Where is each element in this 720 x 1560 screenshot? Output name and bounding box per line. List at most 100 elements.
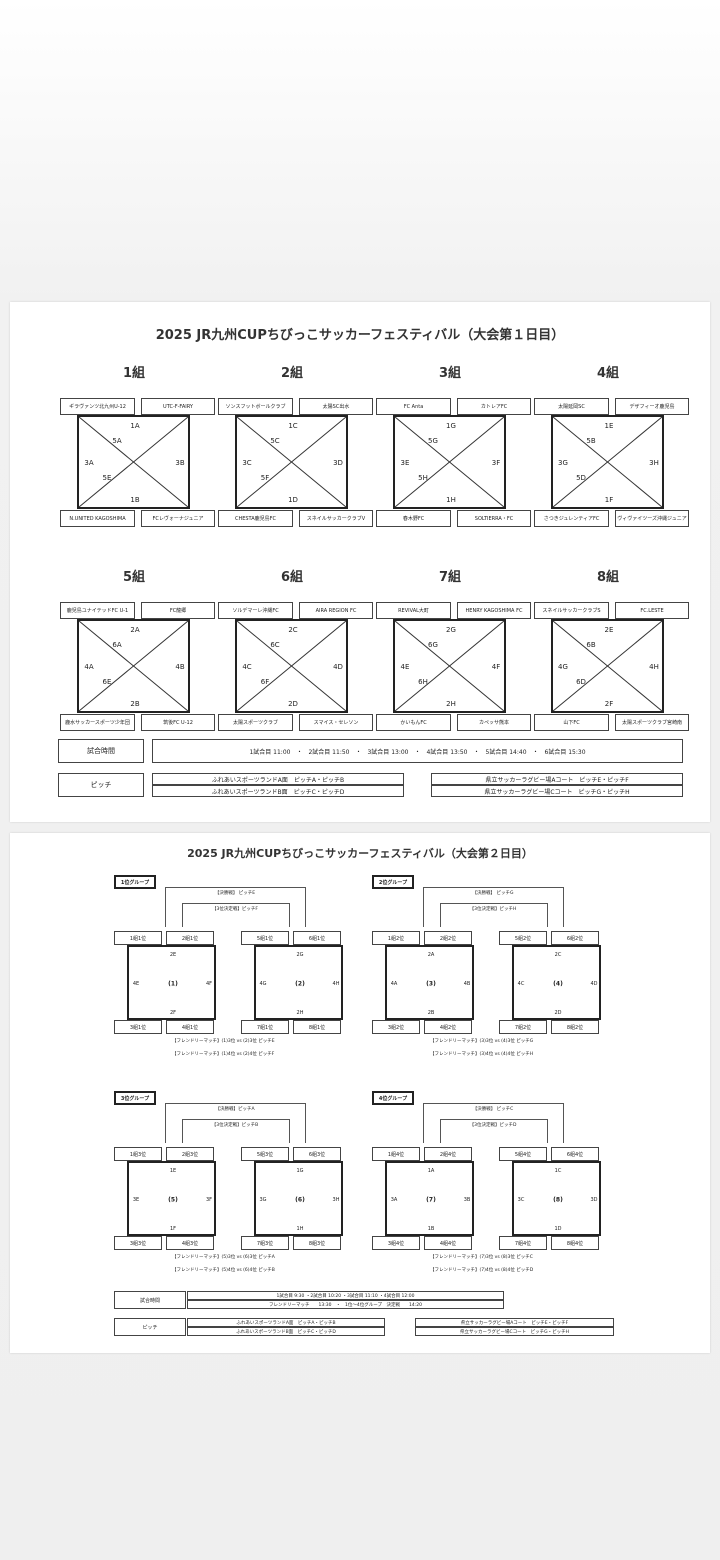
court-cross-lines	[395, 621, 504, 711]
match-label-bottom: 1F	[169, 1226, 177, 1232]
match-label-left: 4C	[242, 663, 252, 671]
third-bracket	[440, 1119, 548, 1143]
team-tr: FC龍郷	[141, 602, 215, 619]
match-label-left: 4E	[400, 663, 410, 671]
slot-top-left: 5組3位	[241, 1147, 289, 1161]
team-tr: デザフィーオ鹿児島	[615, 398, 689, 415]
match-label-diag1: 6A	[112, 641, 122, 649]
match-label-right: 3B	[175, 459, 185, 467]
slot-bottom-right: 8組2位	[551, 1020, 599, 1034]
team-br: ヴィヴァイツーズ沖縄ジュニア	[615, 510, 689, 527]
match-label-right: 3D	[590, 1197, 598, 1203]
match-label-bottom: 1B	[130, 496, 140, 504]
match-label-right: 4D	[333, 663, 343, 671]
slot-bottom-right: 4組4位	[424, 1236, 472, 1250]
third-bracket	[440, 903, 548, 927]
match-label-bottom: 1H	[296, 1226, 304, 1232]
match-label-bottom: 1F	[604, 496, 614, 504]
day1-pitch-e: 県立サッカーラグビー場Aコート ピッチE・ピッチF	[431, 773, 683, 785]
match-number: (3)	[426, 980, 436, 988]
match-label-bottom: 2H	[296, 1010, 304, 1016]
slot-top-left: 5組4位	[499, 1147, 547, 1161]
final-label: 【決勝戦】 ピッチC	[472, 1107, 514, 1112]
team-bl: 鹿水サッカースポーツ少年団	[60, 714, 135, 731]
match-label-right: 4B	[175, 663, 185, 671]
final-bracket	[423, 1103, 564, 1143]
team-br: SOLTIERRA・FC	[457, 510, 531, 527]
match-label-top: 1G	[296, 1168, 304, 1174]
team-tr: HENRY KAGOSHIMA FC	[457, 602, 531, 619]
friendly-match-2: 【フレンドリーマッチ】(1)4位 vs (2)4位 ピッチF	[172, 1052, 275, 1057]
slot-top-right: 2組3位	[166, 1147, 214, 1161]
day2-schedule-1: 1試合目 9:30 ・2試合目 10:20 ・3試合目 11:10 ・4試合目 …	[187, 1291, 504, 1300]
team-tl: REVIVAL大町	[376, 602, 451, 619]
team-tl: ソルデマーレ沖縄FC	[218, 602, 293, 619]
match-label-diag2: 6E	[102, 678, 112, 686]
slot-bottom-right: 4組2位	[424, 1020, 472, 1034]
team-tr: FC.LESTE	[615, 602, 689, 619]
match-label-bottom: 2F	[169, 1010, 177, 1016]
group-2-heading: 2組	[280, 366, 304, 381]
match-label-top: 2G	[296, 952, 304, 958]
final-label: 【決勝戦】 ピッチG	[472, 891, 514, 896]
slot-bottom-right: 4組1位	[166, 1020, 214, 1034]
slot-top-left: 5組2位	[499, 931, 547, 945]
court-cross-lines	[553, 621, 662, 711]
group-6-heading: 6組	[280, 570, 304, 585]
slot-top-right: 2組2位	[424, 931, 472, 945]
team-bl: さつきジュレンティアFC	[534, 510, 609, 527]
third-label: 【3位決定戦】ピッチB	[211, 1123, 259, 1128]
team-br: カペッサ熊本	[457, 714, 531, 731]
slot-top-right: 6組4位	[551, 1147, 599, 1161]
slot-bottom-right: 8組1位	[293, 1020, 341, 1034]
match-label-diag1: 5G	[428, 437, 438, 445]
match-label-top: 1A	[130, 422, 140, 430]
block-2-label: 2位グループ	[372, 875, 414, 889]
match-label-bottom: 1D	[288, 496, 298, 504]
day1-pitch-label: ピッチ	[58, 773, 144, 797]
court-cross-lines	[553, 417, 662, 507]
slot-bottom-left: 7組3位	[241, 1236, 289, 1250]
match-label-bottom: 2B	[427, 1010, 435, 1016]
slot-top-left: 1組4位	[372, 1147, 420, 1161]
match-label-right: 3D	[333, 459, 343, 467]
match-label-diag1: 5A	[112, 437, 122, 445]
team-tr: カトレアFC	[457, 398, 531, 415]
court-cross-lines	[237, 621, 346, 711]
match-label-diag1: 6G	[428, 641, 438, 649]
match-label-diag1: 6C	[270, 641, 280, 649]
slot-bottom-left: 7組4位	[499, 1236, 547, 1250]
day1-sheet: 2025 JR九州CUPちびっこサッカーフェスティバル（大会第１日目） 1組ギラ…	[10, 302, 710, 822]
match-label-diag2: 5H	[418, 474, 428, 482]
match-label-bottom: 2H	[446, 700, 456, 708]
final-label: 【決勝戦】 ピッチE	[214, 891, 256, 896]
day1-title: 2025 JR九州CUPちびっこサッカーフェスティバル（大会第１日目）	[155, 328, 565, 343]
match-label-bottom: 2F	[604, 700, 614, 708]
match-label-diag2: 5E	[102, 474, 112, 482]
slot-bottom-left: 3組1位	[114, 1020, 162, 1034]
team-tl: FC Anta	[376, 398, 451, 415]
match-label-left: 3E	[132, 1197, 140, 1203]
match-label-diag2: 5F	[260, 474, 270, 482]
match-label-top: 1G	[446, 422, 456, 430]
slot-bottom-right: 8組3位	[293, 1236, 341, 1250]
third-label: 【3位決定戦】ピッチD	[469, 1123, 517, 1128]
slot-top-right: 6組1位	[293, 931, 341, 945]
day1-schedule: 1試合目 11:00 ・ 2試合目 11:50 ・ 3試合目 13:00 ・ 4…	[152, 739, 683, 763]
match-number: (6)	[295, 1196, 305, 1204]
group-8-heading: 8組	[596, 570, 620, 585]
day1-schedule-label: 試合時間	[58, 739, 144, 763]
third-bracket	[182, 903, 290, 927]
match-label-left: 4A	[84, 663, 94, 671]
team-br: 筑後FC U-12	[141, 714, 215, 731]
team-tr: UTC-F-FAIRY	[141, 398, 215, 415]
match-label-right: 4H	[649, 663, 659, 671]
